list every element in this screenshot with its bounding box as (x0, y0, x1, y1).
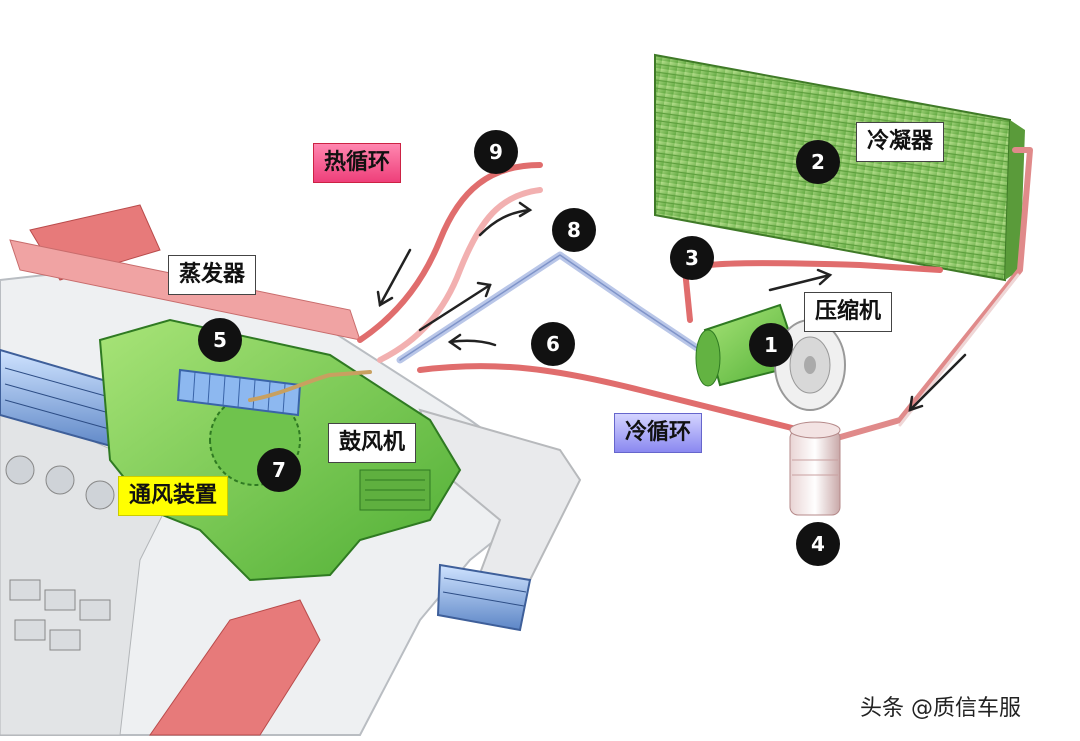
badge-9: 9 (474, 130, 518, 174)
cold-cycle-label: 冷循环 (614, 413, 703, 453)
badge-4: 4 (796, 522, 840, 566)
badge-1: 1 (749, 323, 793, 367)
badge-2: 2 (796, 140, 840, 184)
compressor-label: 压缩机 (804, 292, 893, 332)
blower-label: 鼓风机 (328, 423, 417, 463)
condenser-label: 冷凝器 (856, 122, 945, 162)
evaporator-label: 蒸发器 (168, 255, 257, 295)
badge-7: 7 (257, 448, 301, 492)
receiver-drier (789, 421, 841, 516)
hot-cycle-label: 热循环 (313, 143, 402, 183)
control-panel (5, 455, 115, 651)
badge-8: 8 (552, 208, 596, 252)
ventilation-label: 通风装置 (118, 476, 229, 516)
arrow-icon (376, 201, 967, 412)
badge-3: 3 (670, 236, 714, 280)
air-vent-right (436, 563, 532, 632)
watermark: 头条 @质信车服 (860, 696, 1021, 721)
badge-5: 5 (198, 318, 242, 362)
badge-6: 6 (531, 322, 575, 366)
